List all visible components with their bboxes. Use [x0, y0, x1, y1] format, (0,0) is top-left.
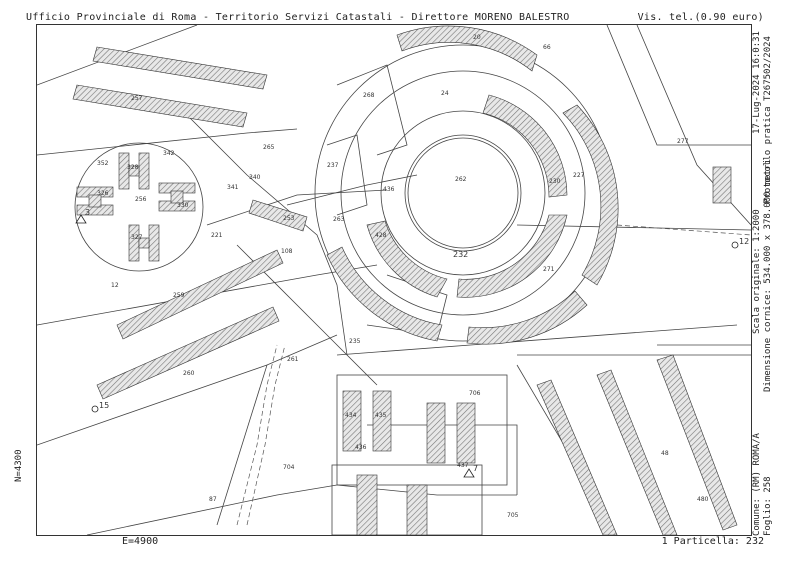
parcel-327: 327 — [131, 234, 143, 241]
parcel-221: 221 — [211, 232, 223, 239]
frame-dimensions: Dimensione cornice: 534.000 x 378.000 me… — [763, 159, 773, 392]
parcel-342: 342 — [163, 150, 175, 157]
parcel-706: 706 — [469, 390, 481, 397]
point-15: 15 — [99, 401, 109, 410]
parcel-277: 277 — [677, 138, 689, 145]
parcel-261: 261 — [287, 356, 299, 363]
parcel-230: 230 — [549, 178, 561, 185]
parcel-340: 340 — [249, 174, 261, 181]
parcel-263: 263 — [333, 216, 345, 223]
parcel-12: 12 — [111, 282, 119, 289]
parcel-262: 262 — [455, 176, 467, 183]
parcel-237: 237 — [327, 162, 339, 169]
parcel-count: 1 Particella: 232 — [661, 536, 764, 547]
survey-points: 3 7 15 12 — [75, 208, 749, 478]
point-12: 12 — [739, 237, 749, 246]
triangle-marker-icon — [75, 214, 87, 224]
parcel-341: 341 — [227, 184, 239, 191]
triangle-marker-icon — [463, 468, 475, 478]
parcel-256: 256 — [135, 196, 147, 203]
parcel-480: 480 — [697, 496, 709, 503]
parcel-330: 330 — [177, 202, 189, 209]
parcel-259: 259 — [173, 292, 185, 299]
parcel-labels: 232 262 230 271 265 268 237 263 235 108 … — [97, 34, 709, 519]
parcel-253: 253 — [283, 215, 295, 222]
parcel-24: 24 — [441, 90, 449, 97]
parcel-235: 235 — [349, 338, 361, 345]
parcel-87: 87 — [209, 496, 217, 503]
parcel-232: 232 — [453, 250, 468, 259]
map-info-panel: 17-Lug-2024 16:0:31 Protocollo pratica T… — [750, 24, 796, 536]
parcel-352: 352 — [97, 160, 109, 167]
parcel-437: 437 — [457, 462, 469, 469]
point-7: 7 — [473, 464, 478, 473]
parcel-108: 108 — [281, 248, 293, 255]
northing-coordinate: N=4300 — [14, 449, 24, 482]
scale-label: Scala originale: 1:2000 — [752, 209, 762, 334]
parcel-271: 271 — [543, 266, 555, 273]
parcel-328: 328 — [127, 164, 139, 171]
parcel-436b: 436 — [383, 186, 395, 193]
comune-label: Comune: (RM) ROMA/A — [752, 433, 762, 536]
parcel-260: 260 — [183, 370, 195, 377]
parcel-435: 435 — [375, 412, 387, 419]
parcel-257: 257 — [131, 95, 143, 102]
easting-coordinate: E=4900 — [122, 536, 159, 547]
parcel-436: 436 — [355, 444, 367, 451]
cadastral-map[interactable]: 232 262 230 271 265 268 237 263 235 108 … — [36, 24, 752, 536]
print-date: 17-Lug-2024 16:0:31 — [752, 31, 762, 134]
parcel-268: 268 — [363, 92, 375, 99]
parcel-428: 428 — [375, 232, 387, 239]
parcel-705: 705 — [507, 512, 519, 519]
foglio-label: Foglio: 258 — [763, 476, 773, 536]
dashed-tracks — [236, 224, 751, 526]
parcel-265: 265 — [263, 144, 275, 151]
visura-fee-label: Vis. tel.(0.90 euro) — [637, 12, 764, 23]
buildings — [72, 25, 738, 535]
parcel-227: 227 — [573, 172, 585, 179]
parcel-48: 48 — [661, 450, 669, 457]
map-canvas: 232 262 230 271 265 268 237 263 235 108 … — [37, 25, 751, 535]
parcel-704: 704 — [283, 464, 295, 471]
circle-marker-icon — [731, 241, 739, 249]
map-header-title: Ufficio Provinciale di Roma - Territorio… — [26, 12, 570, 23]
parcel-20: 20 — [473, 34, 481, 41]
point-3: 3 — [85, 208, 90, 217]
parcel-66: 66 — [543, 44, 551, 51]
circle-marker-icon — [91, 405, 99, 413]
parcel-326: 326 — [97, 190, 109, 197]
parcel-434: 434 — [345, 412, 357, 419]
